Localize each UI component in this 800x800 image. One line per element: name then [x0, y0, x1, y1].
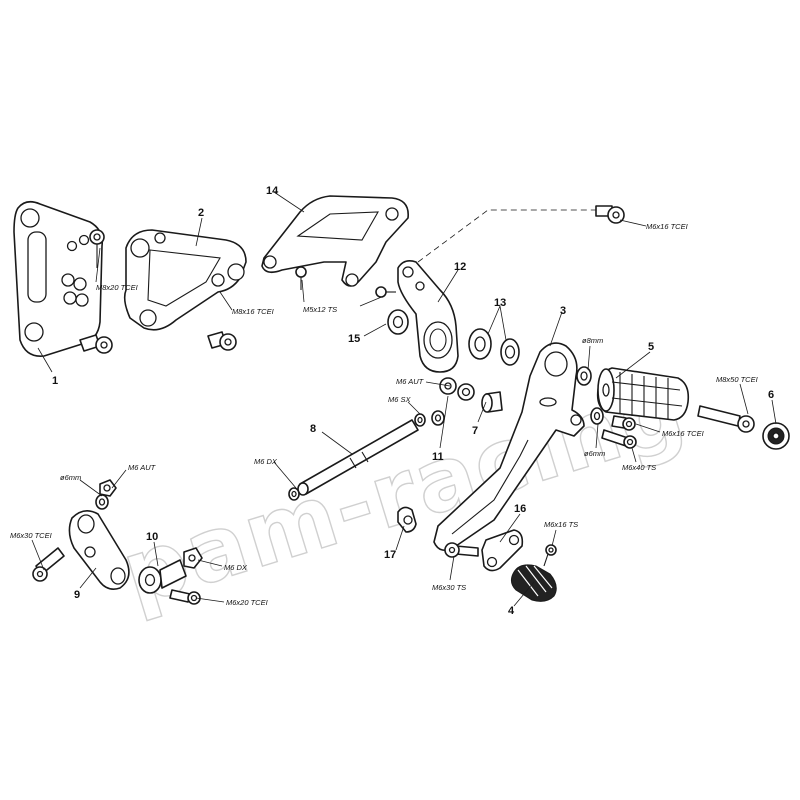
- part-3-lever: [433, 342, 585, 551]
- part-number-15: 15: [348, 333, 360, 345]
- bolt-m6x20-tcei: [169, 589, 201, 605]
- dashed-assembly-line: [417, 209, 596, 263]
- part-number-11: 11: [432, 451, 444, 463]
- label-m6-dx-left: M6 DX: [224, 563, 248, 572]
- part-15-bearing: [387, 309, 409, 335]
- washer-6mm-right: [590, 407, 604, 425]
- bolt-m6x40-ts: [601, 429, 637, 449]
- spacer-8mm: [576, 366, 592, 386]
- label-m6x40-ts: M6x40 TS: [622, 463, 656, 472]
- label-m6x30-ts: M6x30 TS: [432, 583, 466, 592]
- part-number-3: 3: [560, 305, 566, 317]
- part-number-labels: 1 2 3 4 5 6 7 8 9 10 11 12 13 14 15 16 1…: [52, 185, 774, 617]
- bolt-m8x20-tcei: [79, 229, 113, 354]
- bolt-m6x30-tcei: [32, 547, 65, 582]
- part-10-rod-end: [138, 547, 203, 594]
- label-m5x12-ts: M5x12 TS: [303, 305, 337, 314]
- bolt-m6x16-ts: [543, 544, 557, 567]
- leader-lines: [31, 191, 777, 607]
- bolt-m6x16-tcei-top: [595, 205, 625, 224]
- label-m6x20-tcei: M6x20 TCEI: [226, 598, 268, 607]
- part-9-bracket: [68, 510, 130, 590]
- part-number-5: 5: [648, 341, 654, 353]
- part-14-heel-guard: [261, 195, 409, 287]
- part-6-end-cap: [762, 422, 790, 450]
- label-m6x16-tcei-top: M6x16 TCEI: [646, 222, 688, 231]
- part-number-12: 12: [454, 261, 466, 273]
- label-diameter-6mm-left: ø6mm: [60, 473, 81, 482]
- label-diameter-6mm-right: ø6mm: [584, 449, 605, 458]
- bolt-m8x16-tcei: [207, 331, 237, 351]
- part-13-bearings: [468, 328, 520, 366]
- label-m6x30-tcei: M6x30 TCEI: [10, 531, 52, 540]
- label-m8x20-tcei: M8x20 TCEI: [96, 283, 138, 292]
- bolt-m5x12-ts: [295, 266, 396, 298]
- label-m8x16-tcei: M8x16 TCEI: [232, 307, 274, 316]
- part-number-14: 14: [266, 185, 279, 197]
- part-number-4: 4: [508, 605, 515, 617]
- part-12-footpeg-support: [397, 260, 459, 373]
- part-number-13: 13: [494, 297, 506, 309]
- part-7-spacer: [481, 391, 503, 413]
- label-m6x16-tcei-right: M6x16 TCEI: [662, 429, 704, 438]
- washer-6mm-left: [95, 494, 109, 510]
- label-m6-sx: M6 SX: [388, 395, 412, 404]
- label-m6-aut-left: M6 AUT: [128, 463, 157, 472]
- part-number-17: 17: [384, 549, 396, 561]
- part-number-8: 8: [310, 423, 316, 435]
- part-17-spacer: [397, 506, 417, 533]
- bolt-m6x30-ts: [444, 542, 479, 558]
- part-number-2: 2: [198, 207, 204, 219]
- part-5-footpeg: [596, 367, 690, 421]
- bolt-m8x50-tcei: [697, 405, 755, 433]
- part-16-toe-bracket: [481, 529, 524, 572]
- bolt-m6x16-tcei-right: [611, 415, 636, 431]
- part-number-10: 10: [146, 531, 158, 543]
- part-4-toe-peg: [510, 564, 557, 602]
- part-number-9: 9: [74, 589, 80, 601]
- part-8-rod: [288, 419, 419, 501]
- label-m6-aut-center: M6 AUT: [396, 377, 425, 386]
- part-1-mounting-plate: [13, 200, 104, 357]
- label-m6-dx-center: M6 DX: [254, 457, 278, 466]
- part-number-1: 1: [52, 375, 58, 387]
- part-number-6: 6: [768, 389, 774, 401]
- label-m8x50-tcei: M8x50 TCEI: [716, 375, 758, 384]
- label-m6x16-ts: M6x16 TS: [544, 520, 578, 529]
- part-number-16: 16: [514, 503, 526, 515]
- nut-m6-aut-left: [99, 479, 117, 497]
- hardware-labels: M6x16 TCEI M8x20 TCEI M8x16 TCEI M5x12 T…: [10, 222, 758, 607]
- part-11-rod-end: [414, 377, 475, 427]
- part-2-bracket: [123, 229, 247, 331]
- label-diameter-8mm: ø8mm: [582, 336, 603, 345]
- part-number-7: 7: [472, 425, 478, 437]
